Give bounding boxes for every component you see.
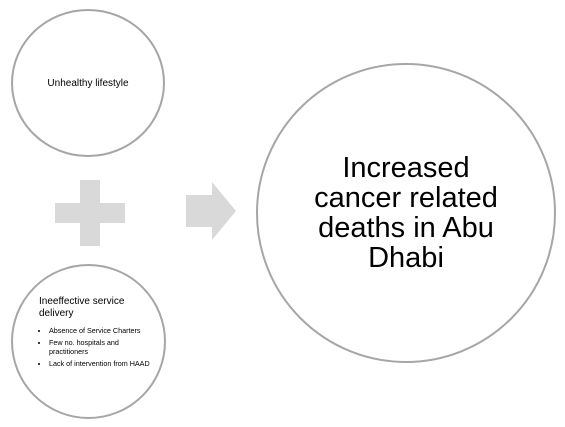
- bullet-item: Lack of intervention from HAAD: [49, 359, 159, 368]
- bullet-item: Few no. hospitals and practitioners: [49, 338, 159, 356]
- outcome-circle: Increased cancer related deaths in Abu D…: [256, 63, 556, 363]
- bullet-item: Absence of Service Charters: [49, 326, 159, 335]
- outcome-label: Increased cancer related deaths in Abu D…: [314, 152, 498, 274]
- cause-label: Unhealthy lifestyle: [47, 77, 129, 89]
- cause-circle-unhealthy-lifestyle: Unhealthy lifestyle: [11, 9, 165, 157]
- cause-circle-service-delivery: Ineeffective service delivery Absence of…: [11, 264, 166, 419]
- cause-bullet-list: Absence of Service Charters Few no. hosp…: [37, 326, 159, 371]
- cause-heading: Ineeffective service delivery: [39, 296, 125, 319]
- arrow-right-icon: [186, 182, 236, 240]
- plus-icon: [55, 180, 125, 246]
